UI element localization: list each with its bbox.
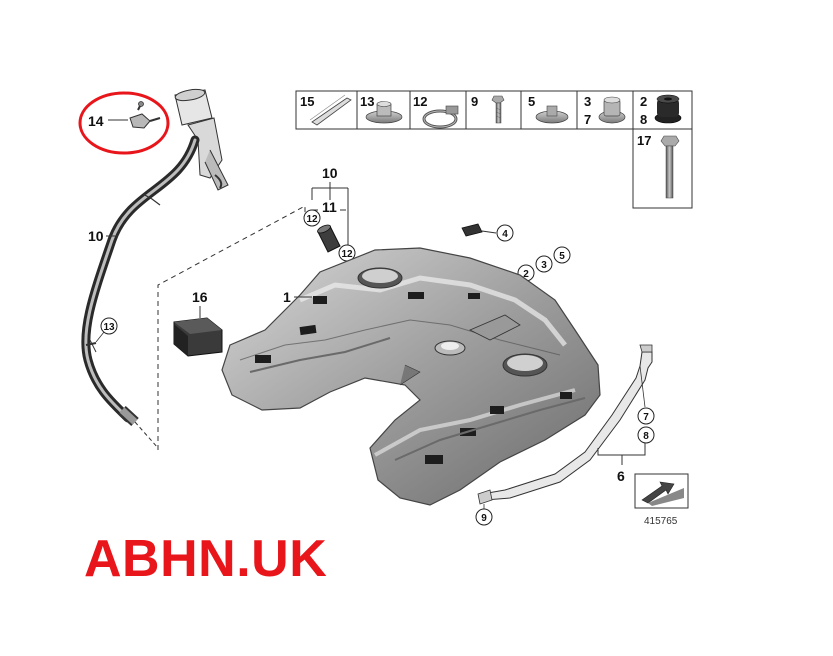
table-cell-5: 5 xyxy=(528,94,535,109)
arrow-icon xyxy=(641,481,675,504)
callout-13: 13 xyxy=(103,322,115,333)
watermark-text: ABHN.UK xyxy=(84,530,328,588)
hose-sleeve xyxy=(317,224,341,253)
callout-14: 14 xyxy=(88,113,104,129)
fuel-tank xyxy=(221,247,601,506)
callout-4: 4 xyxy=(502,229,508,240)
svg-text:2: 2 xyxy=(523,269,529,280)
table-cell-17: 17 xyxy=(637,133,651,148)
dashed-outline xyxy=(157,205,306,450)
svg-text:3: 3 xyxy=(541,260,547,271)
callout-grommet-left: 12 xyxy=(306,214,318,225)
callout-grommet-right: 12 xyxy=(341,249,353,260)
table-cell-15: 15 xyxy=(300,94,314,109)
orientation-box xyxy=(634,473,689,509)
callout-strap-8: 8 xyxy=(643,431,649,442)
table-cell-13: 13 xyxy=(360,94,374,109)
flange-nut-icon xyxy=(535,105,569,124)
hose-clamp-icon xyxy=(422,105,459,129)
table-cell-12: 12 xyxy=(413,94,427,109)
callout-tank-1: 1 xyxy=(283,289,291,305)
table-cell-3: 3 xyxy=(584,94,591,109)
table-cell-9: 9 xyxy=(471,94,478,109)
callout-strap-9: 9 xyxy=(481,513,487,524)
table-cell-8: 8 xyxy=(640,112,647,127)
callout-strap-6: 6 xyxy=(617,468,625,484)
bolt-icon xyxy=(491,95,505,124)
connector-group: 10 11 12 12 xyxy=(303,165,356,262)
edge-strip-icon xyxy=(309,94,352,126)
callout-strap-7: 7 xyxy=(643,412,649,423)
parts-table: 15 13 12 9 5 3 7 2 8 17 xyxy=(295,90,693,209)
callout-group-10: 10 xyxy=(322,165,338,181)
callout-group-11: 11 xyxy=(322,199,337,215)
rubber-grommet-icon xyxy=(654,94,682,124)
svg-text:5: 5 xyxy=(559,251,565,262)
highlight-circle xyxy=(78,91,170,155)
pad-4: 4 xyxy=(461,223,514,242)
bracket-16: 16 xyxy=(173,289,223,357)
table-cell-7: 7 xyxy=(584,112,591,127)
long-bolt-icon xyxy=(660,135,680,199)
callout-16: 16 xyxy=(192,289,208,305)
nut-icon xyxy=(598,96,626,124)
breather-valve xyxy=(108,101,161,129)
rubber-mount-icon xyxy=(365,101,403,124)
tank-strap: 7 8 6 9 xyxy=(475,344,655,526)
callout-13-circle: 13 xyxy=(95,317,118,343)
filler-neck xyxy=(174,88,229,191)
table-cell-2: 2 xyxy=(640,94,647,109)
filler-hose xyxy=(81,88,229,449)
callout-hose-10: 10 xyxy=(88,228,104,244)
drawing-number: 415765 xyxy=(644,516,678,527)
